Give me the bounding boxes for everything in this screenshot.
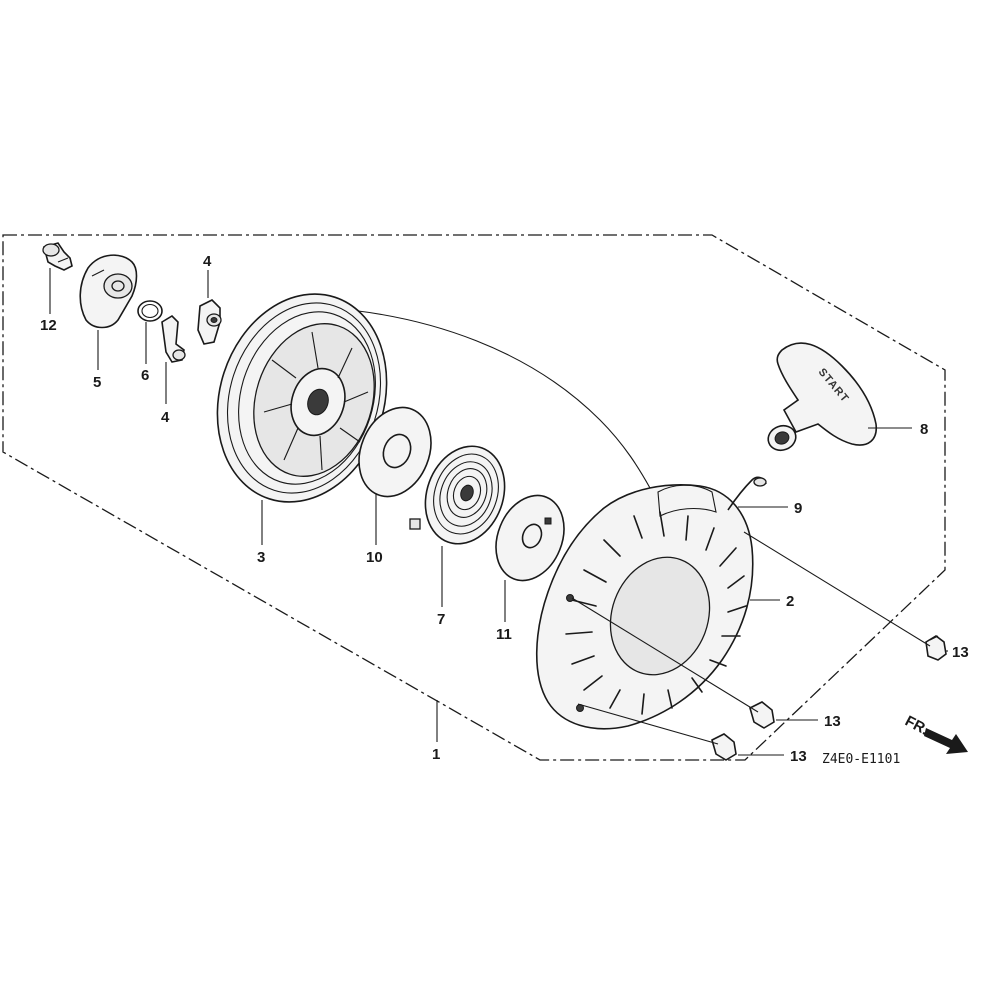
- callout-2: 2: [786, 593, 794, 610]
- assembly-boundary: [2, 234, 946, 761]
- starter-cover-part-2: [535, 484, 754, 730]
- spring-part-7: [409, 445, 506, 545]
- callout-12: 12: [40, 317, 57, 334]
- callout-13-middle: 13: [824, 713, 841, 730]
- washer-part-10: [358, 406, 432, 498]
- plate-part-11: [495, 494, 565, 582]
- ratchet-part-4-upper: [197, 299, 222, 345]
- callout-6: 6: [141, 367, 149, 384]
- front-direction-arrow-icon: [924, 728, 968, 754]
- callout-8: 8: [920, 421, 928, 438]
- reel-part-3: [216, 293, 388, 503]
- rope-end-part-9: [727, 476, 767, 511]
- start-handle-part-8: START: [767, 342, 877, 452]
- drawing-code: Z4E0-E1101: [822, 752, 900, 767]
- ring-part-6: [137, 300, 163, 322]
- starter-rope: [329, 307, 651, 489]
- ratchet-part-4-lower: [161, 314, 186, 363]
- callout-10: 10: [366, 549, 383, 566]
- flange-bolt-part-13-right: [925, 635, 947, 661]
- callout-7: 7: [437, 611, 445, 628]
- callout-4-lower: 4: [161, 409, 170, 426]
- callout-4-upper: 4: [203, 253, 212, 270]
- callout-3: 3: [257, 549, 265, 566]
- drive-plate-part-5: [79, 254, 138, 329]
- flange-bolt-part-13-lower: [711, 733, 737, 761]
- flange-bolt-part-13-middle: [749, 701, 775, 729]
- leader-lines: [49, 268, 948, 756]
- callout-1: 1: [432, 746, 440, 763]
- callout-9: 9: [794, 500, 802, 517]
- callout-11: 11: [496, 626, 512, 643]
- callout-13-lower: 13: [790, 748, 807, 765]
- bolt-part-12: [42, 242, 73, 271]
- callout-5: 5: [93, 374, 101, 391]
- callout-13-right: 13: [952, 644, 969, 661]
